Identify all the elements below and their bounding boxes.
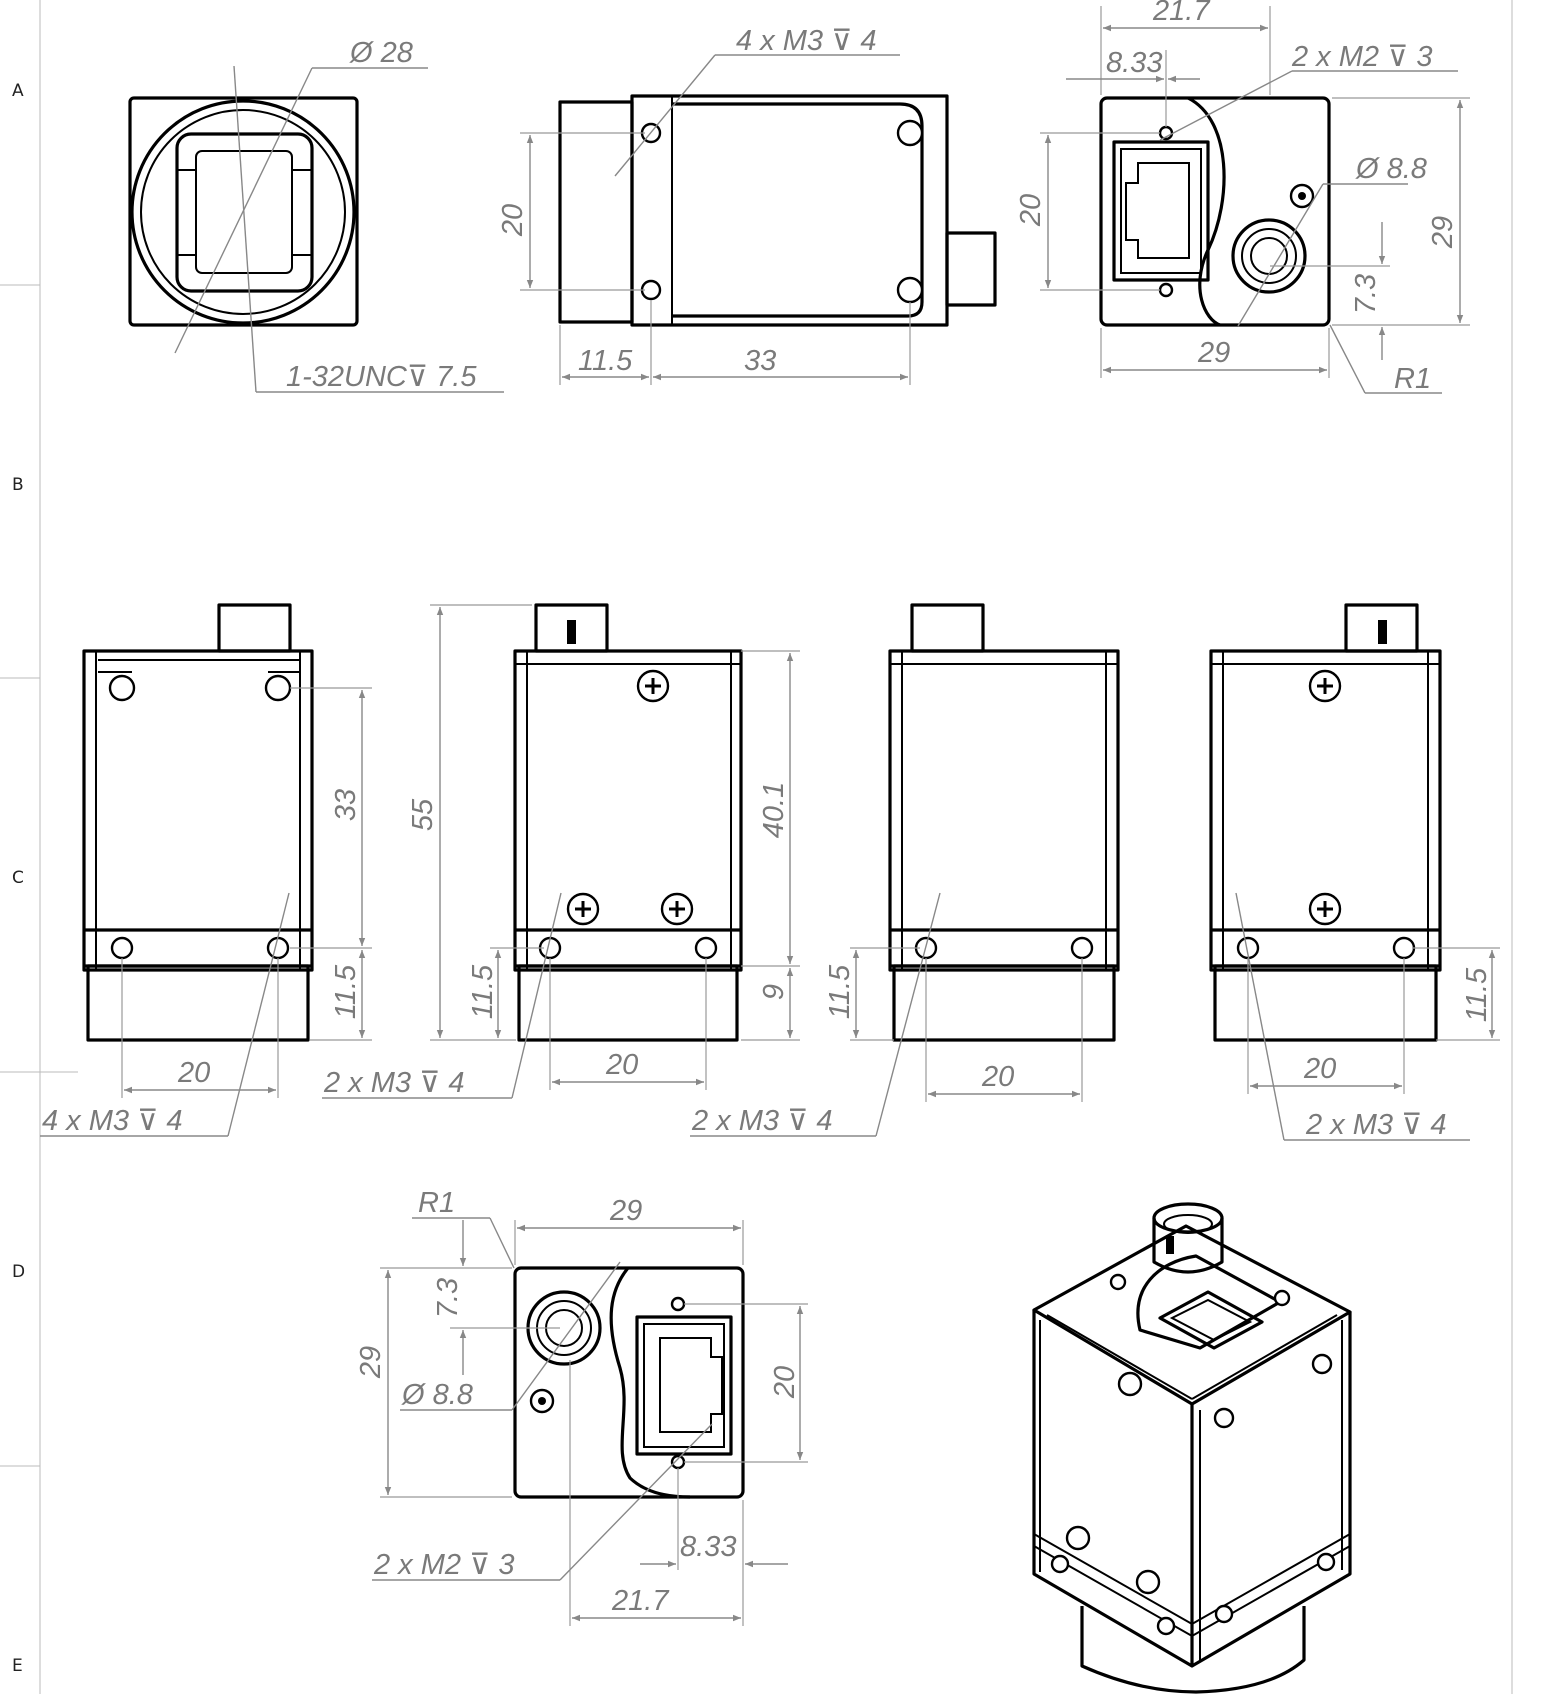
rear-holes-label: 2 x M2 ⊽ 3 — [1291, 41, 1433, 73]
rear-connector-offset-label: 7.3 — [1350, 274, 1382, 314]
view2-bottom-right-label: 9 — [758, 984, 790, 1000]
bottom-rear-radius-label: R1 — [418, 1187, 455, 1219]
view2-bottom-left-label: 11.5 — [467, 964, 499, 1019]
side-holes-label: 4 x M3 ⊽ 4 — [736, 25, 877, 57]
rear-radius-label: R1 — [1394, 363, 1431, 395]
rear-height-right-label: 29 — [1427, 216, 1459, 249]
view2-holes-label: 2 x M3 ⊽ 4 — [323, 1067, 465, 1099]
middle-view-4: 11.5 20 2 x M3 ⊽ 4 — [1209, 603, 1500, 1141]
bottom-rear-offset-top-label: 7.3 — [432, 1278, 464, 1318]
front-view: Ø 28 1-32UNC⊽ 7.5 — [128, 37, 504, 393]
view1-bottom-label: 11.5 — [330, 964, 362, 1019]
side-offset-label: 11.5 — [578, 345, 633, 377]
bottom-rear-width-label: 29 — [609, 1195, 642, 1227]
isometric-view — [1032, 1202, 1352, 1694]
view3-holes-label: 2 x M3 ⊽ 4 — [691, 1105, 833, 1137]
view4-holes-label: 2 x M3 ⊽ 4 — [1305, 1109, 1447, 1141]
bottom-rear-height-left-label: 29 — [355, 1346, 387, 1379]
rear-connector-dia-label: Ø 8.8 — [1355, 153, 1427, 185]
side-view: 20 11.5 33 4 x M3 ⊽ 4 — [497, 25, 997, 385]
rear-width-label: 21.7 — [1152, 0, 1211, 27]
zone-d-label: D — [12, 1262, 25, 1282]
rear-height-left-label: 20 — [1015, 194, 1047, 227]
rear-offset-label: 8.33 — [1106, 47, 1162, 79]
zone-c-label: C — [12, 868, 24, 888]
zone-a-label: A — [12, 81, 24, 101]
rear-view-bottom: 29 R1 7.3 29 Ø 8.8 20 8.33 21.7 2 x M2 ⊽… — [355, 1187, 808, 1626]
view4-spacing-label: 20 — [1303, 1053, 1336, 1085]
view4-bottom-label: 11.5 — [1461, 967, 1493, 1022]
bottom-rear-connector-dia-label: Ø 8.8 — [401, 1379, 473, 1411]
view1-spacing-label: 20 — [177, 1057, 210, 1089]
middle-view-3: 11.5 20 2 x M3 ⊽ 4 — [690, 603, 1120, 1137]
view2-body-label: 40.1 — [758, 782, 790, 838]
sheet-frame: A B C D E — [0, 0, 1513, 1694]
zone-b-label: B — [12, 475, 24, 495]
view1-height-label: 33 — [330, 789, 362, 821]
bottom-rear-holes-label: 2 x M2 ⊽ 3 — [373, 1549, 515, 1581]
view3-bottom-label: 11.5 — [824, 964, 856, 1019]
side-height-label: 20 — [497, 204, 529, 237]
front-diameter-label: Ø 28 — [349, 37, 413, 69]
zone-e-label: E — [12, 1656, 23, 1676]
view2-total-label: 55 — [407, 798, 439, 831]
middle-view-2: 55 11.5 40.1 9 20 2 x M3 ⊽ 4 — [322, 603, 800, 1099]
bottom-rear-base-label: 21.7 — [611, 1585, 670, 1617]
bottom-rear-height-right-label: 20 — [769, 1366, 801, 1399]
middle-view-1: 33 11.5 20 4 x M3 ⊽ 4 — [40, 603, 372, 1137]
view2-spacing-label: 20 — [605, 1049, 638, 1081]
bottom-rear-offset-label: 8.33 — [680, 1531, 736, 1563]
side-spacing-label: 33 — [744, 345, 776, 377]
view1-holes-label: 4 x M3 ⊽ 4 — [42, 1105, 183, 1137]
view3-spacing-label: 20 — [981, 1061, 1014, 1093]
rear-view-top: 21.7 8.33 2 x M2 ⊽ 3 Ø 8.8 20 29 7.3 29 … — [1015, 0, 1470, 395]
rear-base-label: 29 — [1197, 337, 1230, 369]
front-thread-label: 1-32UNC⊽ 7.5 — [286, 361, 477, 393]
